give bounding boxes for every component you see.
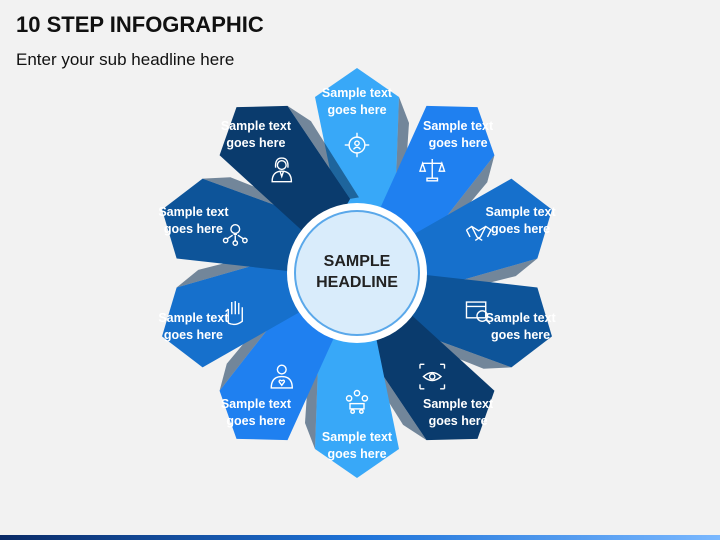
- step-10: [219, 105, 359, 249]
- step-1-text-line-1: Sample text: [322, 86, 393, 100]
- step-7-text-line-2: goes here: [226, 414, 285, 428]
- step-9-text-line-1: Sample text: [158, 205, 229, 219]
- page-subtitle: Enter your sub headline here: [16, 50, 235, 69]
- step-5-text-line-1: Sample text: [423, 397, 494, 411]
- step-3-blade: [390, 178, 552, 290]
- step-3-text-line-2: goes here: [491, 222, 550, 236]
- step-9-text-line-2: goes here: [164, 222, 223, 236]
- step-2-text-line-2: goes here: [429, 136, 488, 150]
- step-8-text-line-1: Sample text: [158, 311, 229, 325]
- step-7-text-line-1: Sample text: [221, 397, 292, 411]
- page-title: 10 STEP INFOGRAPHIC: [16, 12, 264, 37]
- step-10-text-line-1: Sample text: [221, 119, 292, 133]
- step-4-blade: [399, 272, 552, 368]
- center-line-1: SAMPLE: [324, 253, 391, 270]
- step-8-text-line-2: goes here: [164, 328, 223, 342]
- step-5-text-line-2: goes here: [429, 414, 488, 428]
- step-1-text-line-2: goes here: [327, 103, 386, 117]
- step-3-text-line-1: Sample text: [485, 205, 556, 219]
- center-line-2: HEADLINE: [316, 274, 398, 291]
- step-6-text-line-1: Sample text: [322, 430, 393, 444]
- center-inner-circle: [294, 210, 420, 336]
- step-4-text-line-1: Sample text: [485, 311, 556, 325]
- footer-bar: [0, 535, 720, 540]
- step-10-shade: [287, 105, 359, 199]
- step-10-blade: [219, 105, 351, 249]
- step-2-text-line-1: Sample text: [423, 119, 494, 133]
- step-4-text-line-2: goes here: [491, 328, 550, 342]
- step-6-text-line-2: goes here: [327, 447, 386, 461]
- center-headline: SAMPLE HEADLINE: [287, 203, 427, 343]
- step-7-blade: [219, 302, 345, 441]
- step-5-blade: [363, 297, 495, 441]
- step-10-text-line-2: goes here: [226, 136, 285, 150]
